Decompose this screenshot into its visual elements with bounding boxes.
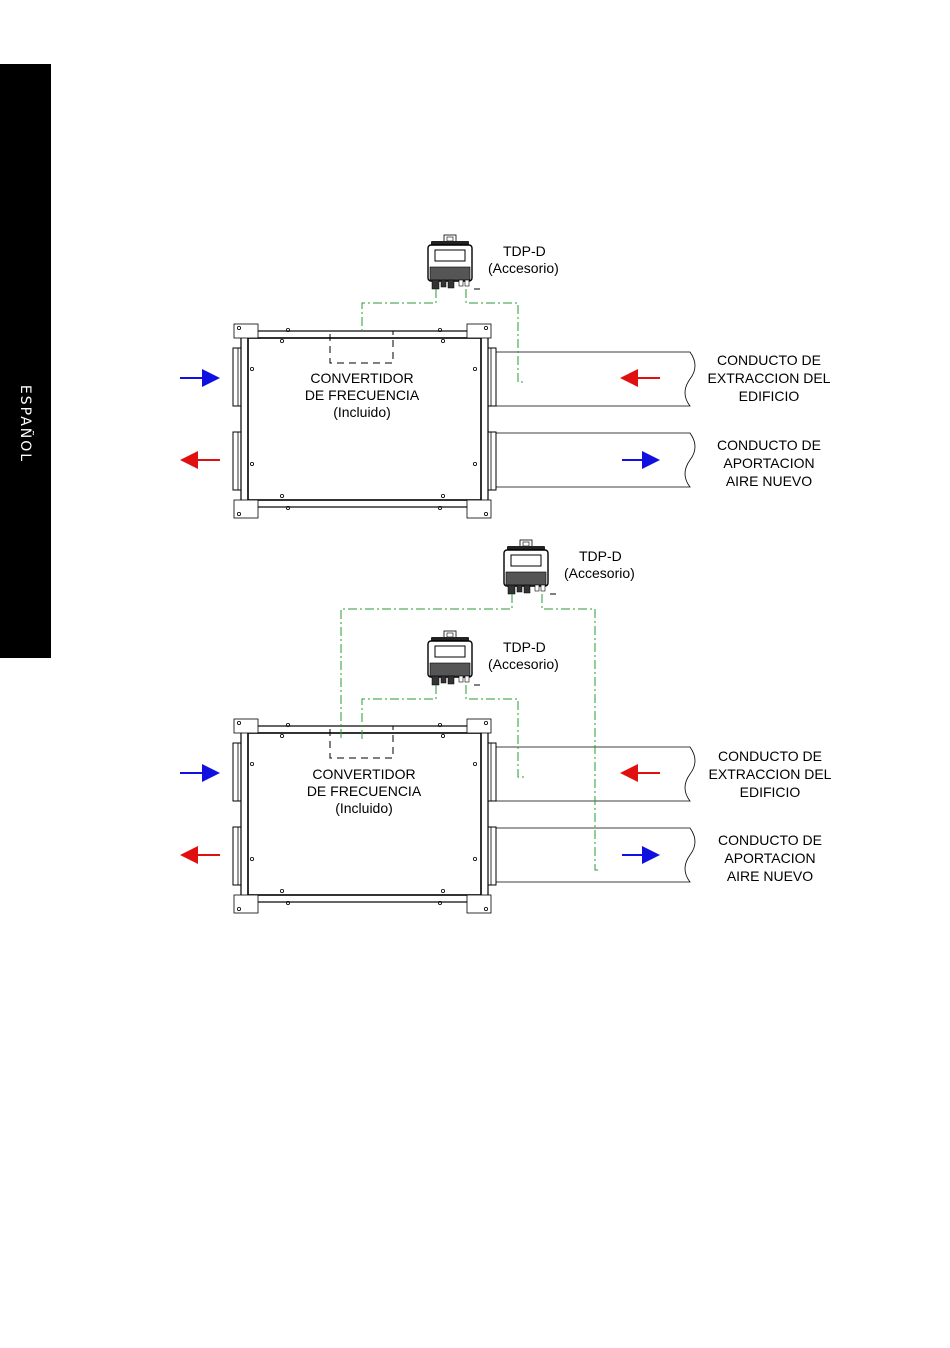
svg-text:CONVERTIDOR: CONVERTIDOR: [312, 766, 415, 782]
duct-arrow-red: [620, 369, 660, 387]
svg-text:EDIFICIO: EDIFICIO: [739, 388, 800, 404]
svg-text:DE FRECUENCIA: DE FRECUENCIA: [307, 783, 422, 799]
svg-text:EXTRACCION DEL: EXTRACCION DEL: [708, 370, 831, 386]
air-handling-unit: [233, 719, 496, 913]
svg-text:CONDUCTO DE: CONDUCTO DE: [717, 437, 821, 453]
duct-arrow-blue: [622, 451, 660, 469]
exhaust-arrow-red: [180, 451, 220, 469]
sensor-name-lower: TDP-D: [503, 639, 546, 655]
sensor-note: (Accesorio): [488, 260, 559, 276]
tdp-d-sensor-lower: [428, 631, 480, 685]
diagram-1: TDP-D (Accesorio) CONVERTIDOR DE FRECUEN…: [180, 235, 831, 518]
svg-text:EXTRACCION DEL: EXTRACCION DEL: [709, 766, 832, 782]
svg-text:CONDUCTO DE: CONDUCTO DE: [718, 832, 822, 848]
exhaust-arrow-red: [180, 846, 220, 864]
svg-text:(Incluido): (Incluido): [335, 800, 393, 816]
extraction-duct-label: CONDUCTO DE EXTRACCION DEL EDIFICIO: [708, 352, 831, 404]
air-handling-unit: [233, 324, 496, 518]
duct-arrow-red: [620, 764, 660, 782]
duct-pair: [496, 352, 695, 487]
svg-text:(Incluido): (Incluido): [333, 404, 391, 420]
extraction-duct-label: CONDUCTO DE EXTRACCION DEL EDIFICIO: [709, 748, 832, 800]
svg-text:DE FRECUENCIA: DE FRECUENCIA: [305, 387, 420, 403]
pressure-tube-upper: [542, 594, 601, 870]
svg-text:APORTACION: APORTACION: [724, 850, 815, 866]
tdp-d-sensor: [428, 235, 480, 289]
tdp-d-sensor-upper: [504, 540, 556, 594]
fresh-air-duct-label: CONDUCTO DE APORTACION AIRE NUEVO: [718, 832, 822, 884]
svg-text:CONVERTIDOR: CONVERTIDOR: [310, 370, 413, 386]
diagram-2: TDP-D (Accesorio) TDP-D (Accesorio) CONV…: [180, 540, 832, 913]
intake-arrow-blue: [180, 764, 220, 782]
sensor-note-upper: (Accesorio): [564, 565, 635, 581]
fresh-air-duct-label: CONDUCTO DE APORTACION AIRE NUEVO: [717, 437, 821, 489]
svg-text:AIRE NUEVO: AIRE NUEVO: [726, 473, 812, 489]
svg-text:AIRE NUEVO: AIRE NUEVO: [727, 868, 813, 884]
intake-arrow-blue: [180, 369, 220, 387]
svg-text:APORTACION: APORTACION: [723, 455, 814, 471]
duct-arrow-blue: [622, 846, 660, 864]
svg-text:EDIFICIO: EDIFICIO: [740, 784, 801, 800]
sensor-name: TDP-D: [503, 243, 546, 259]
svg-text:CONDUCTO DE: CONDUCTO DE: [717, 352, 821, 368]
signal-line: [362, 289, 436, 331]
sensor-name-upper: TDP-D: [579, 548, 622, 564]
svg-text:CONDUCTO DE: CONDUCTO DE: [718, 748, 822, 764]
sensor-note-lower: (Accesorio): [488, 656, 559, 672]
